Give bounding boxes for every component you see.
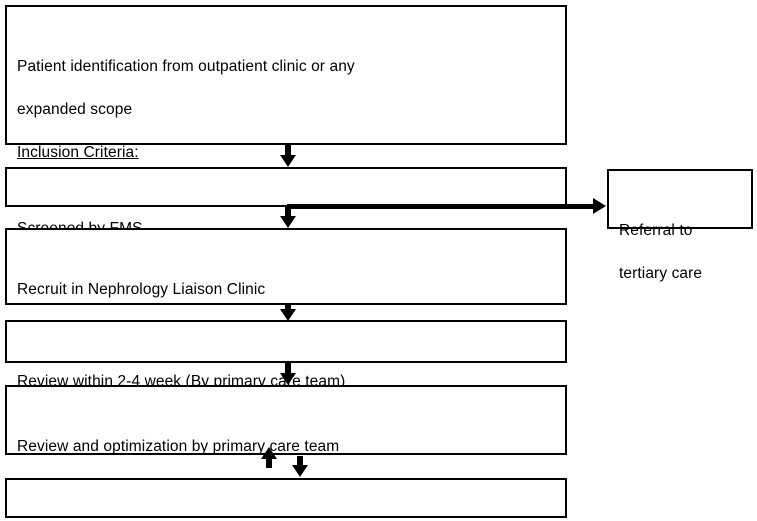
arrow-screened-to-recruit <box>280 205 296 228</box>
arrow-identification-to-screened <box>280 145 296 167</box>
node-referral-to-tertiary-care-text: Referral to tertiary care <box>619 199 751 307</box>
node-patient-identification: Patient identification from outpatient c… <box>5 5 567 247</box>
node-line: expanded scope <box>17 101 133 118</box>
arrow-screened-to-referral <box>287 198 606 214</box>
arrow-review-to-optimization <box>280 363 296 385</box>
node-line: Review and optimization by primary care … <box>17 438 340 455</box>
arrow-recruit-to-review <box>280 305 296 321</box>
node-screened-by-fms: Screened by FMS <box>5 167 567 237</box>
node-referral-to-tertiary-care: Referral to tertiary care <box>607 169 753 282</box>
node-line: tertiary care <box>619 265 703 282</box>
node-line: Patient identification from outpatient c… <box>17 58 355 75</box>
node-line-inclusion-criteria: Inclusion Criteria: <box>17 144 139 161</box>
node-review-within-2-4-week: Review within 2-4 week (By primary care … <box>5 320 567 390</box>
arrow-nephrologist-to-optimization <box>261 447 277 468</box>
node-visiting-nephrologist: Visiting Nephrologist <box>5 478 567 518</box>
node-line: Recruit in Nephrology Liaison Clinic <box>17 281 266 298</box>
node-visiting-nephrologist-text: Visiting Nephrologist <box>17 508 565 521</box>
node-line: Referral to <box>619 222 693 239</box>
node-review-and-optimization: Review and optimization by primary care … <box>5 385 567 498</box>
arrow-optimization-to-nephrologist <box>292 456 308 477</box>
node-recruit-nephrology-liaison-clinic: Recruit in Nephrology Liaison Clinic Bas… <box>5 228 567 341</box>
